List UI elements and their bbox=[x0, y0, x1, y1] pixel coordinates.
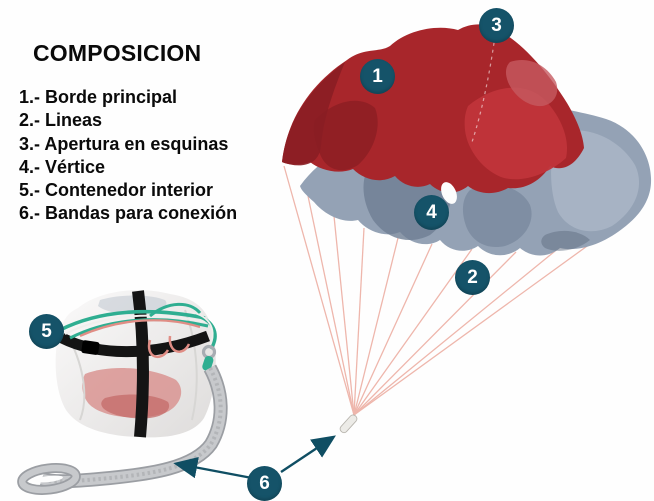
vertex-vent bbox=[441, 182, 457, 204]
legend-item-6: 6.- Bandas para conexión bbox=[19, 203, 238, 224]
marker-label: 3 bbox=[491, 14, 502, 36]
marker-label: 1 bbox=[372, 65, 383, 87]
marker-label: 4 bbox=[426, 201, 437, 223]
marker-contenedor-interior: 5 bbox=[29, 314, 64, 349]
bridle-connector bbox=[339, 414, 358, 434]
legend-list: 1.- Borde principal 2.- Lineas 3.- Apert… bbox=[19, 86, 237, 226]
marker-lineas: 2 bbox=[455, 260, 490, 295]
marker-borde-principal: 1 bbox=[360, 59, 395, 94]
callout-arrows bbox=[173, 435, 336, 480]
legend-item-4: 4.- Vértice bbox=[19, 156, 106, 177]
legend-item-2: 2.- Lineas bbox=[19, 110, 103, 131]
legend-item-5: 5.- Contenedor interior bbox=[19, 180, 214, 201]
packing-cords bbox=[59, 302, 217, 359]
packed-container bbox=[55, 290, 217, 438]
page-title: COMPOSICION bbox=[33, 40, 202, 66]
marker-label: 6 bbox=[259, 472, 270, 494]
canopy-crown bbox=[282, 24, 584, 194]
legend-item-3: 3.- Apertura en esquinas bbox=[19, 133, 229, 154]
suspension-lines bbox=[283, 165, 613, 416]
marker-apertura-esquinas: 3 bbox=[479, 8, 514, 43]
marker-label: 5 bbox=[41, 320, 52, 342]
marker-vertice: 4 bbox=[414, 195, 449, 230]
legend-item-1: 1.- Borde principal bbox=[19, 87, 178, 107]
marker-bandas-conexion: 6 bbox=[247, 466, 282, 501]
marker-label: 2 bbox=[467, 266, 478, 288]
